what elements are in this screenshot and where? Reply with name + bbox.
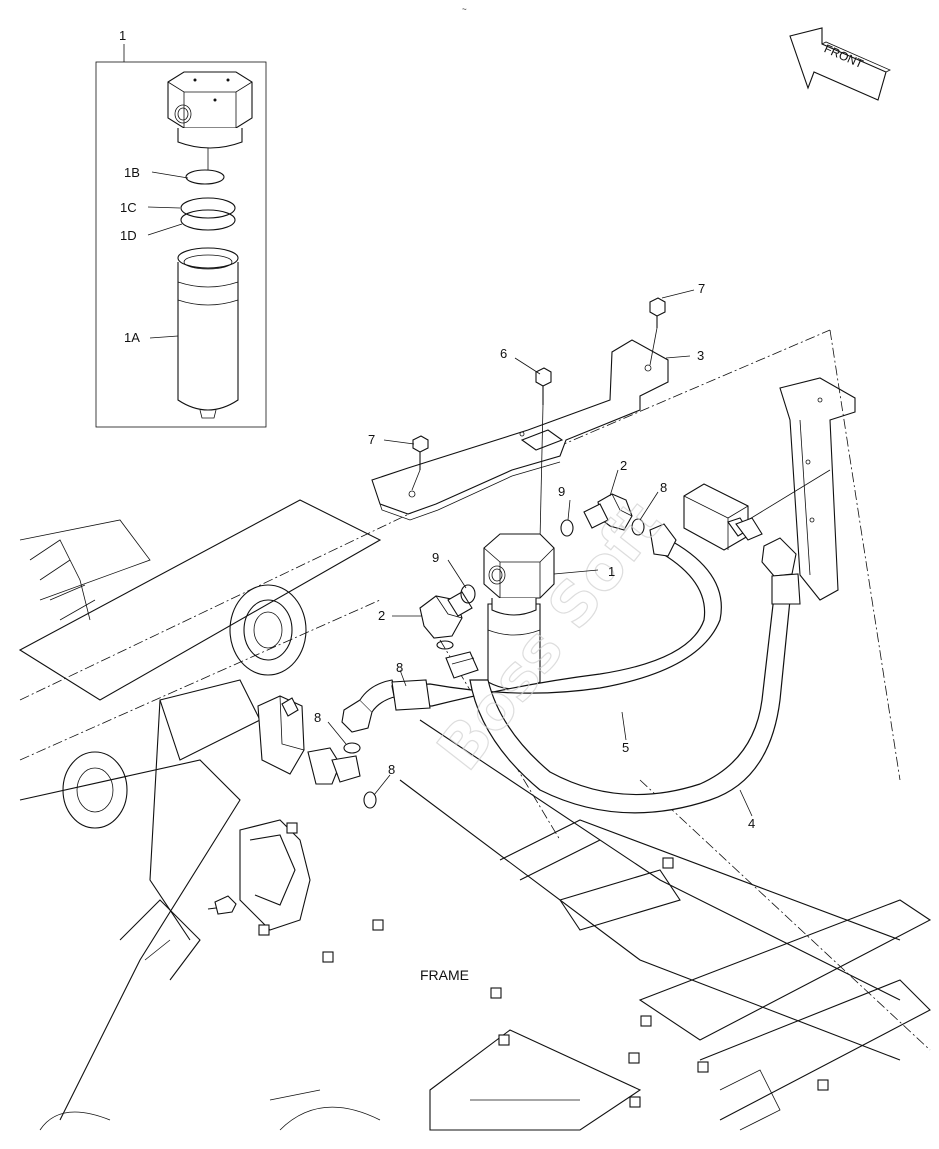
callout-1c: 1C <box>120 200 137 215</box>
o-ring-1b <box>185 169 225 185</box>
filter-head <box>167 71 253 149</box>
callout-8-mid: 8 <box>396 660 403 675</box>
callout-8-bottom: 8 <box>388 762 395 777</box>
callout-1a: 1A <box>124 330 140 345</box>
callout-5: 5 <box>622 740 629 755</box>
o-ring-8-bottom <box>363 791 377 809</box>
callout-7-left: 7 <box>368 432 375 447</box>
bolt-7-right <box>649 297 666 366</box>
adapter-fitting <box>445 651 479 679</box>
o-ring-1c <box>180 197 236 219</box>
front-label: FRONT <box>822 41 866 71</box>
right-bracket <box>779 377 856 601</box>
callout-2-left: 2 <box>378 608 385 623</box>
bolt-6 <box>535 367 552 541</box>
hose-end-left <box>341 679 399 733</box>
watermark: Boss Soft <box>424 489 675 783</box>
header-mark: ~ <box>462 5 467 14</box>
hose-5 <box>391 523 722 711</box>
front-arrow: FRONT <box>789 27 891 101</box>
callout-7-right: 7 <box>698 281 705 296</box>
callout-8-left: 8 <box>314 710 321 725</box>
callout-1-main: 1 <box>608 564 615 579</box>
filter-assembly <box>483 533 555 690</box>
port-block <box>683 469 831 551</box>
bolt-7-left <box>411 435 429 491</box>
callout-6: 6 <box>500 346 507 361</box>
callout-3: 3 <box>697 348 704 363</box>
o-ring-8-left <box>343 742 361 754</box>
callout-labels: 1 1B 1C 1D 1A 7 6 3 7 2 9 8 9 1 2 8 8 8 … <box>119 28 755 831</box>
callout-8-right: 8 <box>660 480 667 495</box>
callout-4: 4 <box>748 816 755 831</box>
valve-block <box>257 695 361 785</box>
o-ring-1d <box>180 209 236 231</box>
callout-1b: 1B <box>124 165 140 180</box>
hose-4 <box>469 517 801 814</box>
frame-label: FRAME <box>420 967 469 983</box>
o-ring-9-left <box>460 584 476 604</box>
callout-1d: 1D <box>120 228 137 243</box>
o-ring-9-right <box>560 519 574 537</box>
leader-lines <box>327 289 753 817</box>
elbow-fitting-left <box>419 591 473 639</box>
callout-2-right: 2 <box>620 458 627 473</box>
elbow-fitting-right <box>583 493 633 531</box>
o-ring-8-mid <box>436 640 454 650</box>
callout-9-right: 9 <box>558 484 565 499</box>
filter-bowl <box>177 247 239 419</box>
callout-1-inset: 1 <box>119 28 126 43</box>
o-ring-8-right <box>631 518 645 536</box>
filter-detail-inset <box>95 44 267 428</box>
callout-9-left: 9 <box>432 550 439 565</box>
